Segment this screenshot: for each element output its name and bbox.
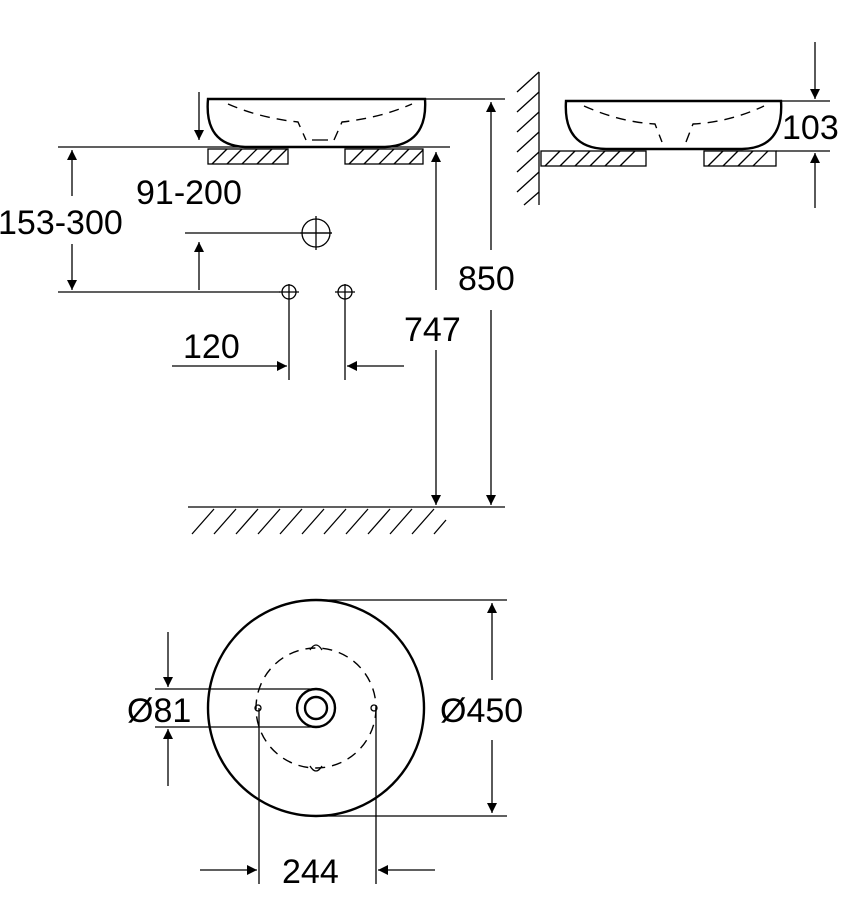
dim-basin-diameter: Ø450	[440, 692, 523, 730]
basin-top-outline	[206, 598, 426, 818]
dim-basin-height: 103	[782, 109, 839, 147]
dim-total-height: 850	[458, 260, 515, 298]
wall-hatch	[516, 71, 540, 206]
front-view: 91-200 153-300 120 747 850	[0, 92, 515, 535]
side-view: 103	[516, 42, 839, 208]
dim-wall-outlet-height: 153-300	[0, 204, 123, 242]
dim-countertop-height: 747	[404, 311, 461, 349]
top-view: Ø81 Ø450 244	[127, 598, 523, 891]
basin-side-outline	[564, 99, 783, 151]
waste-outer	[295, 687, 337, 729]
dim-tap-hole-offset: 91-200	[136, 174, 242, 212]
side-shelf	[540, 150, 777, 167]
waste-inner	[303, 695, 329, 721]
dim-waste-diameter: Ø81	[127, 692, 191, 730]
basin-top-inner	[255, 647, 377, 769]
floor	[188, 506, 505, 535]
dim-fixing-distance: 120	[183, 328, 240, 366]
countertop-right	[344, 148, 424, 165]
dim-fixing-spacing: 244	[282, 853, 339, 891]
countertop-left	[207, 148, 289, 165]
basin-front-inner	[227, 103, 413, 141]
